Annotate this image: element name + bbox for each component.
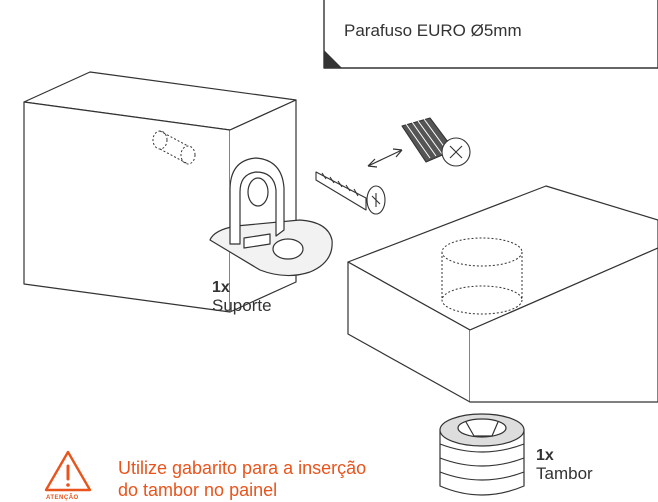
drum-caption: 1x Tambor (536, 447, 593, 483)
drum-label: Tambor (536, 464, 593, 483)
warning-triangle-icon (44, 450, 92, 492)
dowel-hole (152, 130, 196, 165)
bracket-qty: 1x (212, 279, 230, 296)
warning-line-1: Utilize gabarito para a inserção (118, 458, 367, 478)
swap-arrow-icon (367, 148, 403, 168)
drum-seat (441, 237, 523, 315)
warning-message: Utilize gabarito para a inserção do tamb… (118, 457, 366, 501)
bracket-label: Suporte (212, 296, 272, 315)
drum-part (439, 413, 525, 496)
warning-line-2: do tambor no painel (118, 480, 278, 500)
callout-corner-mark (324, 50, 342, 68)
wood-screw (315, 171, 386, 215)
screw-callout-label: Parafuso EURO Ø5mm (344, 21, 522, 40)
bracket-part (209, 157, 333, 277)
screw-callout-box (323, 0, 658, 69)
drum-qty: 1x (536, 447, 554, 464)
warning-tag: ATENÇÃO (46, 495, 79, 501)
euro-screw (401, 117, 471, 167)
shelf-panel (347, 185, 658, 403)
bracket-caption: 1x Suporte (212, 279, 272, 315)
